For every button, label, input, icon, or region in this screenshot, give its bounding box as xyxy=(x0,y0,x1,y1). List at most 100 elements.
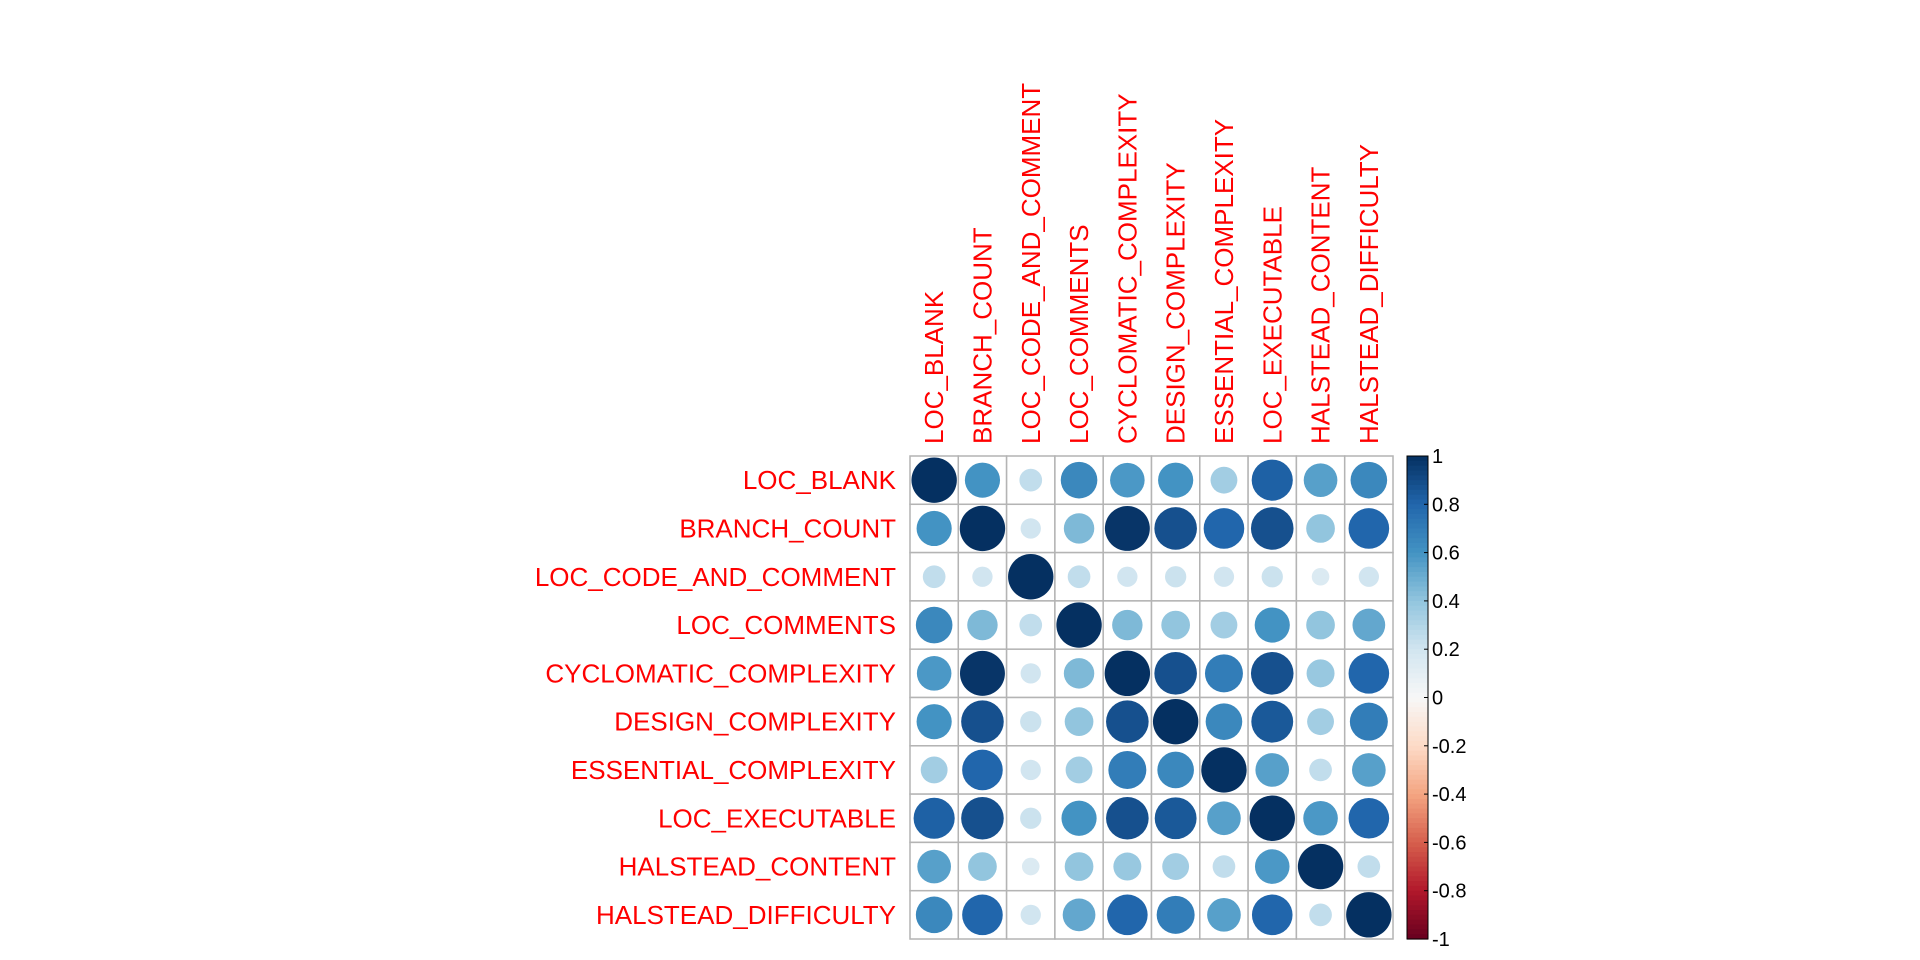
correlation-circle xyxy=(1113,852,1142,881)
correlation-circle xyxy=(962,894,1003,936)
correlation-circle xyxy=(1108,750,1147,789)
correlation-circle xyxy=(1020,807,1042,829)
colorbar-segment xyxy=(1407,504,1428,510)
colorbar-segment xyxy=(1407,513,1428,520)
colorbar-segment xyxy=(1407,697,1428,703)
correlation-circle xyxy=(1107,894,1148,936)
colorbar-segment xyxy=(1407,523,1428,530)
correlation-circle xyxy=(1020,663,1041,684)
correlation-circle xyxy=(922,565,946,589)
correlation-circle xyxy=(1157,751,1194,789)
correlation-circle xyxy=(1306,610,1335,640)
row-label: CYCLOMATIC_COMPLEXITY xyxy=(545,658,896,688)
colorbar-segment xyxy=(1407,736,1428,742)
correlation-circle xyxy=(962,749,1003,791)
row-label: LOC_EXECUTABLE xyxy=(658,803,896,833)
colorbar-segment xyxy=(1407,818,1428,824)
colorbar-segment xyxy=(1407,905,1428,911)
correlation-circle xyxy=(1156,895,1195,934)
correlation-circle xyxy=(1303,800,1338,836)
colorbar-segment xyxy=(1407,571,1428,578)
correlation-circle xyxy=(920,756,948,784)
colorbar-tick-label: -0.2 xyxy=(1432,736,1466,758)
correlation-circle xyxy=(1154,507,1197,550)
colorbar-segment xyxy=(1407,678,1428,684)
colorbar-segment xyxy=(1407,692,1428,699)
correlation-circle xyxy=(1309,758,1332,782)
colorbar-tick-label: 0.4 xyxy=(1432,591,1460,613)
colorbar-segment xyxy=(1407,827,1428,834)
colorbar-segment xyxy=(1407,465,1428,472)
correlation-circle xyxy=(1165,566,1187,588)
colorbar-segment xyxy=(1407,760,1428,766)
colorbar-segment xyxy=(1407,605,1428,612)
colorbar-segment xyxy=(1407,847,1428,853)
colorbar-segment xyxy=(1407,852,1428,858)
colorbar-tick-label: -0.6 xyxy=(1432,832,1466,854)
colorbar-segment xyxy=(1407,625,1428,631)
correlation-circle xyxy=(964,462,1001,498)
colorbar-segment xyxy=(1407,832,1428,839)
colorbar-segment xyxy=(1407,837,1428,843)
column-label: HALSTEAD_CONTENT xyxy=(1306,167,1336,444)
colorbar-segment xyxy=(1407,866,1428,872)
colorbar-segment xyxy=(1407,876,1428,882)
colorbar-segment xyxy=(1407,871,1428,877)
correlation-circle xyxy=(1210,611,1238,639)
correlation-circle xyxy=(1250,507,1294,550)
colorbar-segment xyxy=(1407,499,1428,505)
correlation-circle xyxy=(1309,903,1332,927)
correlation-circle xyxy=(1251,700,1294,743)
correlation-circle xyxy=(1251,894,1293,936)
colorbar-segment xyxy=(1407,687,1428,694)
colorbar-tick-label: 0.6 xyxy=(1432,543,1460,565)
colorbar-segment xyxy=(1407,769,1428,776)
colorbar-segment xyxy=(1407,914,1428,921)
correlation-circle xyxy=(1207,898,1241,932)
colorbar-segment xyxy=(1407,456,1428,462)
row-label: ESSENTIAL_COMPLEXITY xyxy=(571,755,896,785)
colorbar-segment xyxy=(1407,557,1428,563)
colorbar-segment xyxy=(1407,654,1428,660)
colorbar-segment xyxy=(1407,856,1428,863)
colorbar-segment xyxy=(1407,600,1428,607)
colorbar-segment xyxy=(1407,620,1428,626)
colorbar: -1-0.8-0.6-0.4-0.200.20.40.60.81 xyxy=(1406,446,1466,951)
colorbar-tick-label: 0 xyxy=(1432,688,1443,710)
colorbar-segment xyxy=(1407,475,1428,481)
colorbar-segment xyxy=(1407,861,1428,868)
correlation-circle xyxy=(959,650,1005,696)
correlation-circle xyxy=(916,704,952,740)
row-label: LOC_COMMENTS xyxy=(676,610,896,640)
correlation-circle xyxy=(1064,852,1094,881)
correlation-circle xyxy=(1352,608,1386,642)
colorbar-segment xyxy=(1407,518,1428,525)
correlation-circle xyxy=(1063,513,1095,544)
column-label: ESSENTIAL_COMPLEXITY xyxy=(1209,119,1239,444)
correlation-circle xyxy=(1056,602,1102,648)
correlation-circle xyxy=(1064,707,1094,737)
colorbar-segment xyxy=(1407,533,1428,539)
correlation-circle xyxy=(1346,892,1392,938)
correlation-circle xyxy=(1020,711,1042,733)
colorbar-segment xyxy=(1407,716,1428,723)
correlation-circle xyxy=(1161,610,1191,640)
grid-cell xyxy=(1054,503,1104,554)
colorbar-segment xyxy=(1407,934,1428,940)
colorbar-segment xyxy=(1407,484,1428,491)
row-label: BRANCH_COUNT xyxy=(679,513,896,543)
correlation-circle xyxy=(917,849,951,884)
column-label: BRANCH_COUNT xyxy=(967,227,997,444)
correlation-circle xyxy=(1348,653,1390,694)
correlation-circle xyxy=(1110,462,1145,498)
colorbar-segment xyxy=(1407,639,1428,645)
correlation-circle xyxy=(1154,797,1197,840)
colorbar-segment xyxy=(1407,803,1428,810)
colorbar-segment xyxy=(1407,823,1428,829)
correlation-circle xyxy=(961,796,1004,840)
correlation-circle xyxy=(915,896,953,934)
colorbar-segment xyxy=(1407,644,1428,650)
colorbar-segment xyxy=(1407,668,1428,674)
colorbar-segment xyxy=(1407,658,1428,665)
